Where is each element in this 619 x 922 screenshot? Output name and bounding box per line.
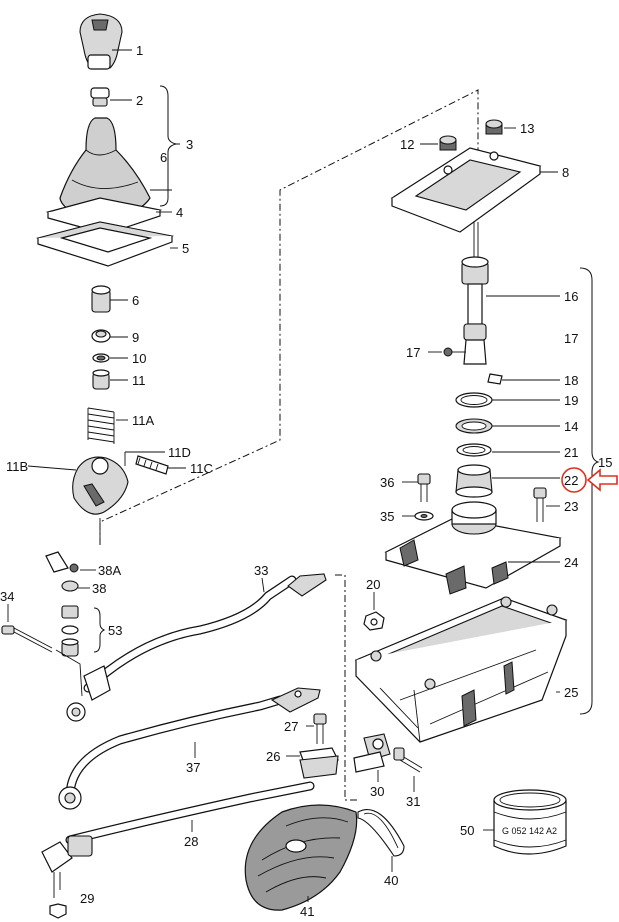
label-38a: 38A [98,563,121,578]
rod-37 [65,687,321,801]
trim-plate [35,221,175,267]
shift-housing-24 [384,501,562,595]
label-12: 12 [400,137,414,152]
label-27: 27 [284,719,298,734]
label-33: 33 [254,563,268,578]
tray-25 [354,596,568,743]
label-8: 8 [562,165,569,180]
pin-11c [124,451,169,475]
label-30: 30 [370,784,384,799]
cable-33 [83,573,327,693]
label-26: 26 [266,749,280,764]
label-20: 20 [366,577,380,592]
spring-11a [87,407,115,444]
label-6b: 6 [132,293,139,308]
seal-ring-40 [357,808,405,857]
shift-knob [79,13,123,70]
bushing-22 [455,464,493,498]
label-11a: 11A [132,413,154,428]
leaders-left [27,49,186,471]
linkage-30-31 [353,733,423,773]
label-17b: 17 [406,345,420,360]
label-6a: 6 [160,150,167,165]
boot-frame [45,197,163,235]
label-21: 21 [564,445,578,460]
label-24: 24 [564,555,578,570]
shift-lever-11b [72,456,129,545]
label-16: 16 [564,289,578,304]
label-13: 13 [520,121,534,136]
label-18: 18 [564,373,578,388]
label-19: 19 [564,393,578,408]
label-25: 25 [564,685,578,700]
bolts-36-35-23 [414,473,547,522]
nut-20 [363,598,385,631]
label-22: 22 [564,473,578,488]
label-41: 41 [300,904,314,919]
label-40: 40 [384,873,398,888]
callout-labels: 1 2 3 6 4 5 6 9 10 11 11A 11D 11B 11C 12… [0,43,612,919]
gaiter-41 [244,804,358,911]
label-9: 9 [132,330,139,345]
label-53: 53 [108,623,122,638]
label-34: 34 [0,589,14,604]
label-31: 31 [406,794,420,809]
label-14: 14 [564,419,578,434]
upper-cover-8 [390,119,542,233]
leaders-right [402,127,600,715]
label-29: 29 [80,891,94,906]
shift-shaft-16 [443,222,503,385]
left-bracket-parts [1,551,106,697]
label-11c: 11C [190,461,213,476]
label-11: 11 [132,373,146,388]
label-23: 23 [564,499,578,514]
lever-stack [91,285,111,390]
label-11d: 11D [168,445,191,460]
label-36: 36 [380,475,394,490]
label-11b: 11B [6,459,28,474]
label-3: 3 [186,137,193,152]
highlight-circle-22 [561,467,587,493]
label-10: 10 [132,351,146,366]
label-35: 35 [380,509,394,524]
leaders-lower [7,569,494,902]
label-28: 28 [184,834,198,849]
part-code: G 052 142 A2 [502,826,557,836]
label-37: 37 [186,760,200,775]
sleeve-50 [493,789,567,855]
lower-lever-ends [41,665,111,873]
label-50: 50 [460,823,474,838]
label-2: 2 [136,93,143,108]
boot-retaining-ring [90,87,110,107]
rings-19-14-21 [455,392,493,457]
label-15: 15 [598,455,612,470]
bracket-26-27 [299,713,339,779]
label-1: 1 [136,43,143,58]
label-5: 5 [182,241,189,256]
highlight-arrow-icon [586,468,618,492]
label-4: 4 [176,205,183,220]
rod-28 [65,781,315,845]
label-17a: 17 [564,331,578,346]
label-38: 38 [92,581,106,596]
bolt-29 [49,872,67,919]
